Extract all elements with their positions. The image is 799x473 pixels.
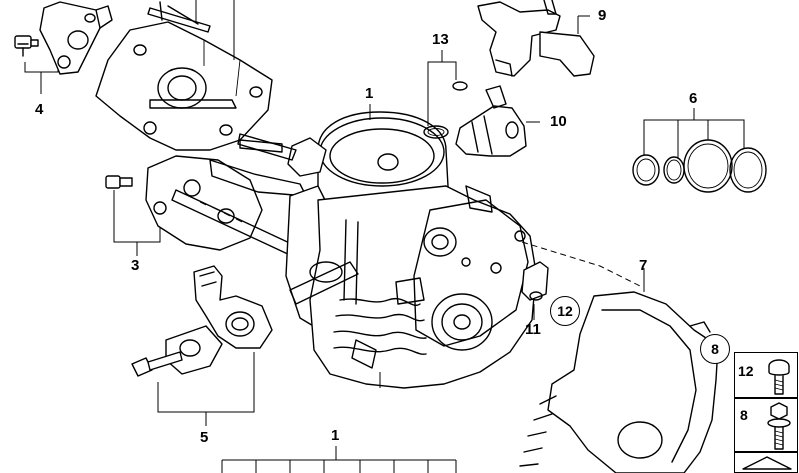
part-6-o-rings xyxy=(632,139,767,193)
part-number-1-bottom: 1 xyxy=(331,427,340,444)
part-number-6: 6 xyxy=(689,90,698,107)
part-11-bracket xyxy=(521,261,549,301)
side-panel-item-8: 8 xyxy=(734,398,798,452)
bolt-12-icon xyxy=(768,359,790,395)
shim-icon xyxy=(742,456,792,470)
part-5-bolt xyxy=(131,351,183,377)
part-number-5: 5 xyxy=(200,429,209,446)
part-3-bolt xyxy=(105,175,133,189)
callout-8: 8 xyxy=(700,334,730,364)
side-panel-label-8: 8 xyxy=(740,407,748,423)
side-panel-label-12: 12 xyxy=(738,363,754,379)
part-4-sensor xyxy=(39,1,113,75)
part-number-4: 4 xyxy=(35,101,44,118)
bolt-8-icon xyxy=(767,402,791,450)
part-4-bolt xyxy=(14,35,39,57)
part-number-11: 11 xyxy=(525,321,541,338)
part-5-sensor xyxy=(193,265,273,349)
part-5-bracket xyxy=(165,325,223,375)
side-panel-item-12: 12 xyxy=(734,352,798,398)
part-1-throttle-body xyxy=(237,111,537,389)
part-10-injector xyxy=(455,85,527,157)
part-number-9: 9 xyxy=(598,7,607,24)
part-9-valve xyxy=(477,0,595,77)
side-panel-item-shim xyxy=(734,452,798,473)
part-number-1-top: 1 xyxy=(365,85,374,102)
part-number-7: 7 xyxy=(639,257,648,274)
part-13-seals xyxy=(423,81,468,139)
part-7-cover xyxy=(519,291,719,473)
bottom-parts-table xyxy=(221,446,457,473)
part-number-3: 3 xyxy=(131,257,140,274)
part-number-13: 13 xyxy=(432,31,449,48)
idle-actuator xyxy=(95,1,273,151)
callout-12: 12 xyxy=(550,296,580,326)
part-number-10: 10 xyxy=(550,113,567,130)
